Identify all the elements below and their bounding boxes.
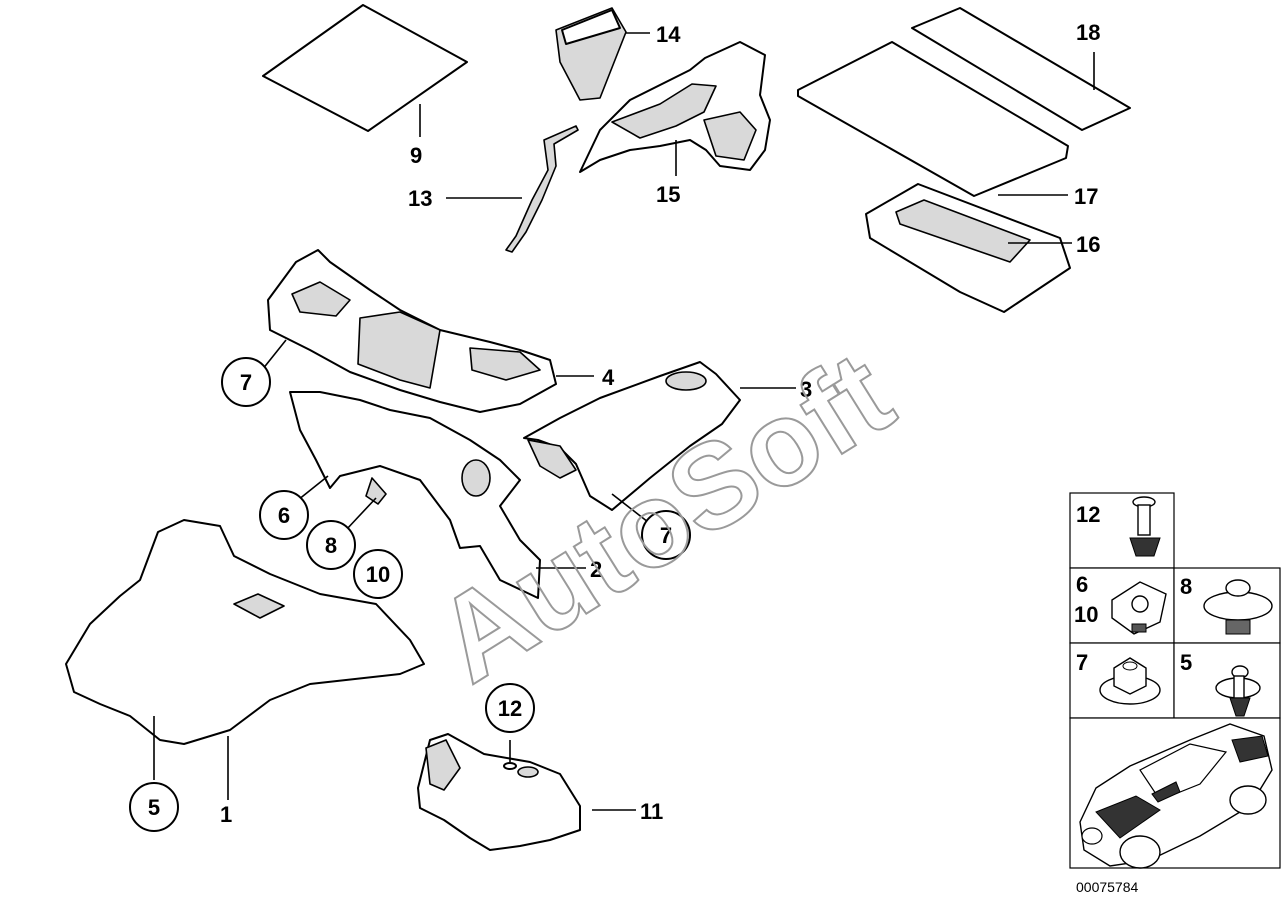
callout-7-lower[interactable]: 7 [641,510,691,560]
hex-nut-icon [1099,657,1161,705]
legend-cell-5[interactable]: 5 [1180,650,1261,717]
svg-text:12: 12 [498,696,522,721]
callout-10[interactable]: 10 [353,549,403,599]
label-16: 16 [1076,232,1100,257]
svg-text:8: 8 [325,533,337,558]
label-17: 17 [1074,184,1098,209]
svg-text:12: 12 [1076,502,1100,527]
svg-text:5: 5 [1180,650,1192,675]
svg-text:7: 7 [660,523,672,548]
svg-text:10: 10 [366,562,390,587]
label-11: 11 [640,799,663,824]
diagram-number: 00075784 [1076,879,1139,895]
push-rivet-icon [1203,579,1273,635]
part-11-arch-cover[interactable] [417,733,636,851]
svg-text:6: 6 [1076,572,1088,597]
part-9-pad[interactable] [262,4,468,137]
part-1-hood-insulation[interactable] [65,519,425,800]
legend-cell-8[interactable]: 8 [1180,574,1273,635]
label-1: 1 [220,802,232,827]
label-3: 3 [800,377,812,402]
svg-text:8: 8 [1180,574,1192,599]
label-15: 15 [656,182,680,207]
car-overview-icon [1079,723,1273,869]
callout-12[interactable]: 12 [485,683,535,733]
svg-text:7: 7 [240,370,252,395]
legend-cell-12[interactable]: 12 [1076,496,1161,557]
clip-nut-icon [1111,581,1167,635]
part-18-panel[interactable] [911,7,1131,131]
label-4: 4 [602,365,615,390]
part-16-tray[interactable] [865,183,1072,313]
svg-text:5: 5 [148,795,160,820]
label-18: 18 [1076,20,1100,45]
part-3-tunnel-insulation[interactable] [523,361,796,523]
expansion-rivet-icon [1215,665,1261,717]
part-13-strip[interactable] [446,125,579,253]
callout-7-upper[interactable]: 7 [221,339,287,407]
part-17-panel[interactable] [797,41,1069,197]
svg-text:6: 6 [278,503,290,528]
label-13: 13 [408,186,432,211]
legend-cell-7[interactable]: 7 [1076,650,1161,705]
legend-cell-6-10[interactable]: 6 10 [1074,572,1167,635]
svg-text:10: 10 [1074,602,1098,627]
part-2-lower-insulation[interactable] [289,391,586,599]
part-15-insulation[interactable] [579,41,771,176]
svg-text:7: 7 [1076,650,1088,675]
callout-8[interactable]: 8 [306,497,377,570]
part-14-block[interactable] [555,7,650,101]
label-2: 2 [590,557,602,582]
callout-5[interactable]: 5 [129,782,179,832]
label-9: 9 [410,143,422,168]
screw-12-icon [1129,496,1161,557]
part-4-firewall-insulation[interactable] [267,249,594,413]
label-14: 14 [656,22,681,47]
callout-6[interactable]: 6 [259,475,329,540]
